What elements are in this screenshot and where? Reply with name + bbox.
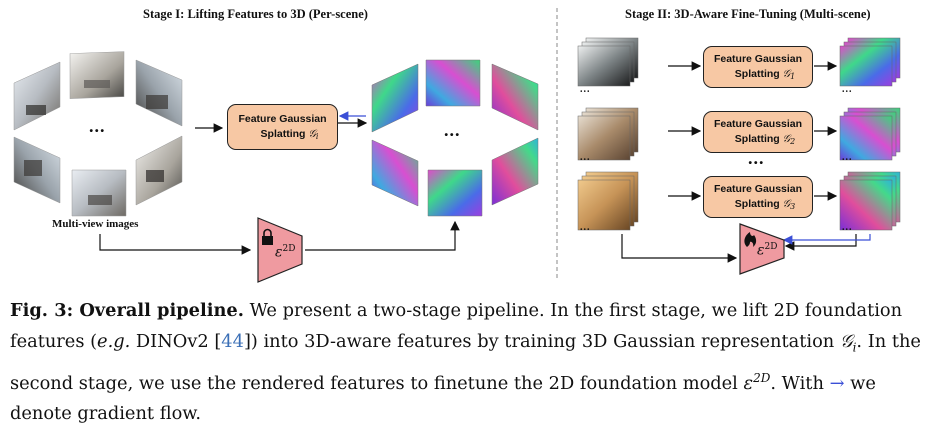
stage2-title: Stage II: 3D-Aware Fine-Tuning (Multi-sc… [625,7,871,21]
features-ellipsis: ... [444,120,461,140]
encoder-symbol: ε [757,242,765,259]
boxes-ellipsis: ... [748,148,765,168]
gaussian-symbol: 𝒢 [782,68,791,80]
encoder-label-stage2: ε2D [757,242,777,259]
encoder-block-stage1 [257,217,303,283]
encoder-superscript: 2D [764,242,778,252]
encoder-symbol: ε [275,244,283,261]
stack-ellipsis: ... [842,222,853,233]
caption-text: . In the second stage, we use the render… [10,330,921,394]
figure-caption: Fig. 3: Overall pipeline. We present a t… [10,296,940,429]
box-subtitle: Splatting [260,128,306,140]
caption-text: we denote gradient flow. [10,372,876,424]
stack-ellipsis: ... [842,84,853,95]
stage2-image-stacks [577,37,639,231]
scene-feature-map [839,179,893,231]
gaussian-symbol: 𝒢 [782,198,791,210]
caption-eg: e.g. [97,330,131,352]
caption-text: . With [770,372,830,394]
stack-ellipsis: ... [842,152,853,163]
arrow-images-to-encoder2 [621,234,738,263]
box-title: Feature Gaussian [713,53,803,65]
view-image [69,51,125,99]
feature-map [491,137,539,206]
gaussian-index: 1 [790,72,796,81]
box-subtitle: Splatting [734,133,780,145]
stack-ellipsis: ... [580,152,591,163]
caption-text: ]) into 3D-aware features by training 3D… [243,330,840,352]
multi-view-images-label: Multi-view images [52,218,139,230]
scene-feature-map [839,45,893,87]
gaussian-symbol: 𝒢 [308,128,316,140]
gradient-arrow-icon: → [829,372,845,394]
feature-gaussian-splatting-box-2: Feature Gaussian Splatting 𝒢2 [703,111,813,153]
caption-text: DINOv2 [ [130,330,222,352]
encoder-superscript: 2D [282,244,296,254]
gaussian-index: i [852,340,857,355]
citation-link[interactable]: 44 [221,330,244,352]
encoder-label-stage1: ε2D [275,244,295,261]
feature-map [491,63,539,131]
box-title: Feature Gaussian [713,183,803,195]
feature-map-ring [371,59,539,217]
feature-gaussian-splatting-box-3: Feature Gaussian Splatting 𝒢3 [703,176,813,218]
stage1-title: Stage I: Lifting Features to 3D (Per-sce… [143,7,368,21]
images-ellipsis: ... [89,116,106,136]
box-subtitle: Splatting [734,198,780,210]
arrow-features-to-encoder2 [784,234,857,251]
pipeline-figure: Stage I: Lifting Features to 3D (Per-sce… [13,7,901,283]
view-image [135,59,183,127]
gaussian-index: 2 [790,137,796,146]
gaussian-index: 3 [790,202,796,211]
box-subtitle: Splatting [734,68,780,80]
gaussian-index: i [315,132,319,141]
scene-image [577,115,631,161]
stack-ellipsis: ... [580,222,591,233]
encoder-symbol: ε [743,372,754,394]
stage2-feature-stacks [839,37,901,231]
feature-map [425,59,481,107]
scene-image [577,179,631,231]
arrow-images-to-encoder [99,234,252,255]
gradient-arrow-stage2 [782,234,871,245]
view-image [71,169,127,217]
box-title: Feature Gaussian [713,118,803,130]
feature-map [371,63,419,133]
lock-icon [262,228,273,245]
feature-gaussian-splatting-box-1: Feature Gaussian Splatting 𝒢1 [703,46,813,88]
feature-map [371,139,419,207]
encoder-superscript: 2D [753,370,771,385]
stack-ellipsis: ... [580,84,591,95]
caption-label: Fig. 3: Overall pipeline. [10,300,244,321]
view-image [13,61,61,131]
flame-icon [744,232,757,247]
gaussian-symbol: 𝒢 [839,330,853,352]
feature-map [427,169,483,217]
caption-text: We present a two-stage pipeline. In the … [10,300,903,352]
arrow-encoder-to-features [305,220,460,251]
scene-image [577,45,631,87]
box-title: Feature Gaussian [238,113,327,125]
scene-feature-map [839,115,893,161]
multi-view-image-ring [13,51,183,217]
gaussian-symbol: 𝒢 [782,133,791,145]
feature-gaussian-splatting-box: Feature Gaussian Splatting 𝒢i [227,104,338,150]
